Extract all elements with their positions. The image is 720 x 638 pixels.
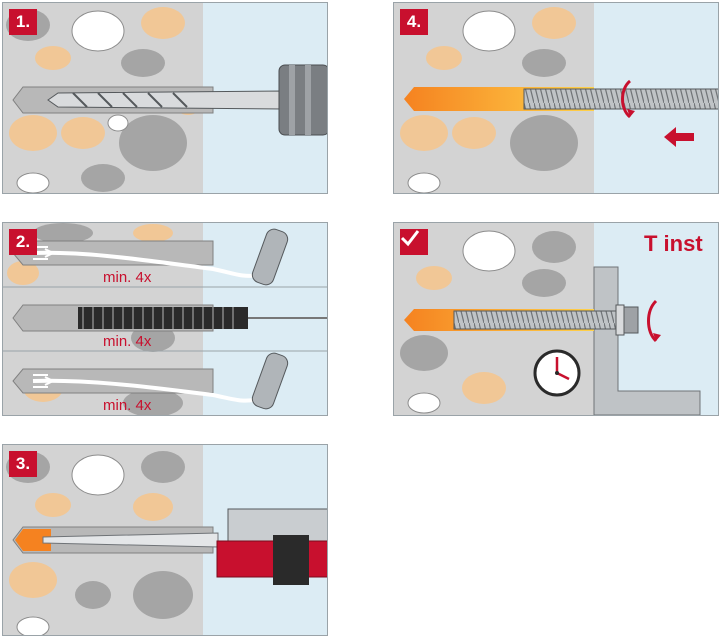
air-nozzle-hose	[32, 378, 259, 403]
threaded-rod	[453, 310, 635, 330]
step-2-panel: 2. min. 4x min. 4x min. 4x	[2, 222, 328, 416]
cleaning-brush	[78, 307, 327, 329]
step-4-panel: 4.	[393, 2, 719, 194]
curing-time-label: T inst	[644, 231, 703, 256]
air-nozzle-hose	[32, 250, 259, 278]
step-number-badge: 2.	[9, 229, 37, 255]
stones	[6, 7, 202, 193]
step-1-panel: 1.	[2, 2, 328, 194]
clock-icon	[533, 349, 581, 397]
step-number-badge: 4.	[400, 9, 428, 35]
step-3-illustration	[3, 445, 327, 635]
step-5-panel: T inst	[393, 222, 719, 416]
air-flow-arrows	[33, 374, 54, 388]
drill-chuck	[278, 64, 327, 136]
step-2-illustration	[3, 223, 327, 415]
stones	[6, 451, 193, 635]
torque-rotation-icon	[647, 299, 658, 343]
stones	[400, 230, 576, 414]
nut	[623, 306, 639, 334]
step-number-badge: 1.	[9, 9, 37, 35]
repeat-count-label: min. 4x	[103, 269, 152, 286]
washer	[615, 304, 625, 336]
step-3-panel: 3.	[2, 444, 328, 636]
step-number-badge: 3.	[9, 451, 37, 477]
stones	[400, 7, 578, 193]
drill-bit	[47, 90, 284, 110]
step-1-illustration	[3, 3, 327, 193]
injection-gun	[216, 508, 327, 585]
fixture-bracket	[593, 266, 701, 415]
air-flow-arrows	[33, 246, 54, 260]
rotation-arrow-icon	[621, 79, 632, 119]
push-arrow-icon	[664, 127, 694, 147]
repeat-count-label: min. 4x	[103, 333, 152, 350]
step-5-illustration	[394, 223, 718, 415]
blow-pump	[251, 352, 289, 410]
check-mark-icon	[400, 229, 428, 255]
repeat-count-label: min. 4x	[103, 397, 152, 414]
mortar-fill	[15, 529, 51, 551]
blow-pump	[251, 228, 289, 286]
step-4-illustration	[394, 3, 718, 193]
